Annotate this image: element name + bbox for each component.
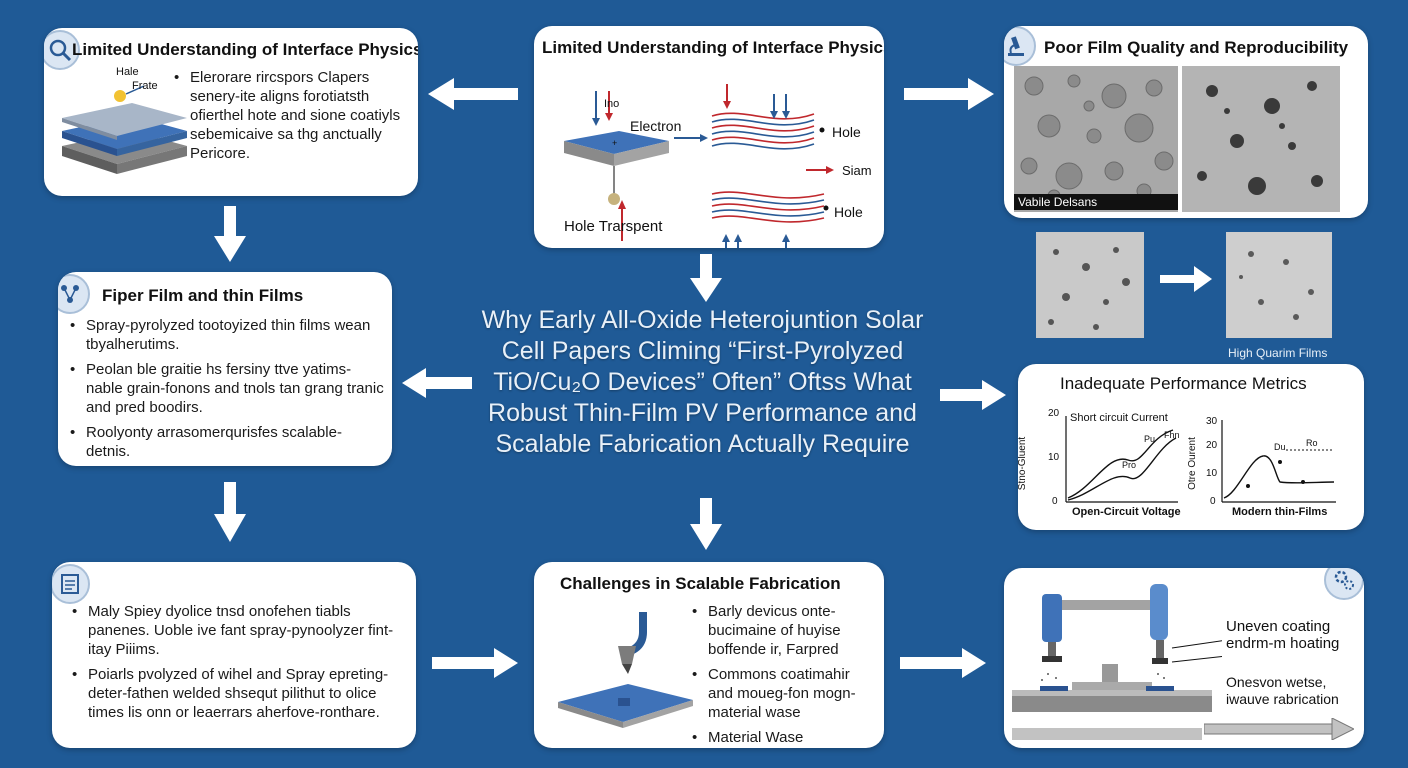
fiper-bullets: Spray-pyrolyzed tootoyized thin films we… (70, 316, 386, 466)
arrow-right-long (1204, 718, 1354, 740)
arrow-right-bottom-1 (432, 648, 518, 678)
interface-left-bullets: Elerorare rircspors Clapers senery-ite a… (174, 68, 410, 169)
spray-bullets: Maly Spiey dyolice tnsd onofehen tiabls … (72, 602, 408, 728)
band-diagram-illustration: + (564, 84, 834, 248)
card-title: Limited Understanding of Interface Physi… (542, 38, 884, 57)
arrow-down-center-2 (690, 498, 722, 550)
high-quality-caption: High Quarim Films (1228, 346, 1328, 360)
chart-left-xlabel: Open-Circuit Voltage (1072, 506, 1181, 518)
coating-label-top: Uneven coating endrm-m hoating (1226, 618, 1340, 652)
document-icon (52, 564, 90, 604)
card-performance-metrics: Inadequate Performance Metrics Short cir… (1018, 364, 1364, 530)
micrograph-caption: Vabile Delsans (1014, 194, 1178, 210)
arrow-right-top (904, 78, 994, 110)
label-hole-bottom: Hole (834, 204, 863, 220)
chart-left-tick: 0 (1052, 496, 1058, 507)
layer-stack-illustration (62, 85, 187, 174)
card-interface-physics-left: Limited Understanding of Interface Physi… (44, 28, 418, 196)
micrograph-image-left: Vabile Delsans (1014, 66, 1178, 212)
microscope-icon (1004, 26, 1036, 66)
card-fiper-film: Fiper Film and thin Films Spray-pyrolyze… (58, 272, 392, 466)
arrow-left-middle (402, 368, 472, 398)
label-hole-top: Hole (832, 124, 861, 140)
diagram-label-frate: Frate (132, 80, 158, 92)
chart-right-tick: 30 (1206, 416, 1218, 427)
network-icon (58, 274, 90, 314)
card-title: Limited Understanding of Interface Physi… (72, 40, 418, 59)
arrow-right-bottom-2 (900, 648, 986, 678)
gears-icon (1324, 568, 1364, 600)
chart-left-series-label: Pro (1122, 460, 1137, 470)
card-title: Poor Film Quality and Reproducibility (1044, 38, 1349, 57)
micrograph-before (1036, 232, 1144, 338)
bullet-item: Poiarls pvolyzed of wihel and Spray epre… (72, 665, 408, 722)
label-electron: Electron (630, 118, 682, 134)
card-title: Fiper Film and thin Films (102, 286, 304, 305)
bullet-item: Commons coatimahir and moueg-fon mogn-ma… (692, 665, 878, 722)
coating-machine-illustration (1012, 584, 1222, 740)
chart-left-series-label: Pu (1144, 434, 1156, 444)
chart-right-tick: 20 (1206, 440, 1218, 451)
bullet-item: Peolan ble graitie hs fersiny ttve yatim… (70, 360, 386, 417)
micrograph-after (1226, 232, 1332, 338)
label-hole-transport: Hole Trarspent (564, 218, 663, 235)
chart-left-series-label: Fhn (1164, 430, 1180, 440)
magnifier-icon (44, 30, 80, 70)
svg-text:+: + (612, 138, 617, 148)
card-film-quality: Poor Film Quality and Reproducibility Va… (1004, 26, 1368, 218)
card-interface-physics-center: Limited Understanding of Interface Physi… (534, 26, 884, 248)
card-uneven-coating: Uneven coating endrm-m hoating Onesvon w… (1004, 568, 1364, 748)
bullet-item: Material Wase (692, 728, 878, 747)
chart-left-tick: 20 (1048, 408, 1060, 419)
bullet-item: Roolyonty arrasomerqurisfes scalable-det… (70, 423, 386, 461)
arrow-right-middle (940, 380, 1006, 410)
arrow-down-left-1 (214, 206, 246, 262)
chart-right-series-label: Du (1274, 442, 1286, 452)
arrow-down-left-2 (214, 482, 246, 542)
coating-label-bottom: Onesvon wetse, iwauve rabrication (1226, 674, 1339, 707)
card-challenges-fabrication: Challenges in Scalable Fabrication Barly… (534, 562, 884, 748)
chart-left-tick: 10 (1048, 452, 1060, 463)
chart-left-ylabel: Stno-Gluent (1018, 436, 1029, 491)
challenges-bullets: Barly devicus onte-bucimaine of huyise b… (692, 602, 878, 748)
card-spray-pyrolysis: Maly Spiey dyolice tnsd onofehen tiabls … (52, 562, 416, 748)
bullet-item: Barly devicus onte-bucimaine of huyise b… (692, 602, 878, 659)
spray-nozzle-illustration (558, 612, 693, 728)
chart-right-xlabel: Modern thin-Films (1232, 506, 1328, 518)
chart-right-tick: 0 (1210, 496, 1216, 507)
performance-charts (1065, 416, 1336, 503)
bullet-item: Elerorare rircspors Clapers senery-ite a… (174, 68, 410, 163)
chart-right-ylabel: Otre Ourent (1186, 437, 1198, 490)
bullet-item: Spray-pyrolyzed tootoyized thin films we… (70, 316, 386, 354)
bullet-item: Maly Spiey dyolice tnsd onofehen tiabls … (72, 602, 408, 659)
diagram-label-hale: Hale (116, 66, 139, 78)
micrograph-image-right (1182, 66, 1340, 212)
chart-right-tick: 10 (1206, 468, 1218, 479)
chart-left-title: Short circuit Current (1070, 412, 1168, 424)
label-ino: Ino (604, 98, 620, 110)
chart-right-series-label: Ro (1306, 438, 1318, 448)
arrow-right-small (1160, 266, 1212, 292)
arrow-left-top (428, 78, 518, 110)
label-siam: Siam (842, 163, 872, 178)
card-title: Challenges in Scalable Fabrication (560, 574, 841, 593)
arrow-down-center-1 (690, 254, 722, 302)
card-title: Inadequate Performance Metrics (1060, 374, 1307, 393)
center-title: Why Early All-Oxide Heterojuntion Solar … (481, 306, 924, 458)
